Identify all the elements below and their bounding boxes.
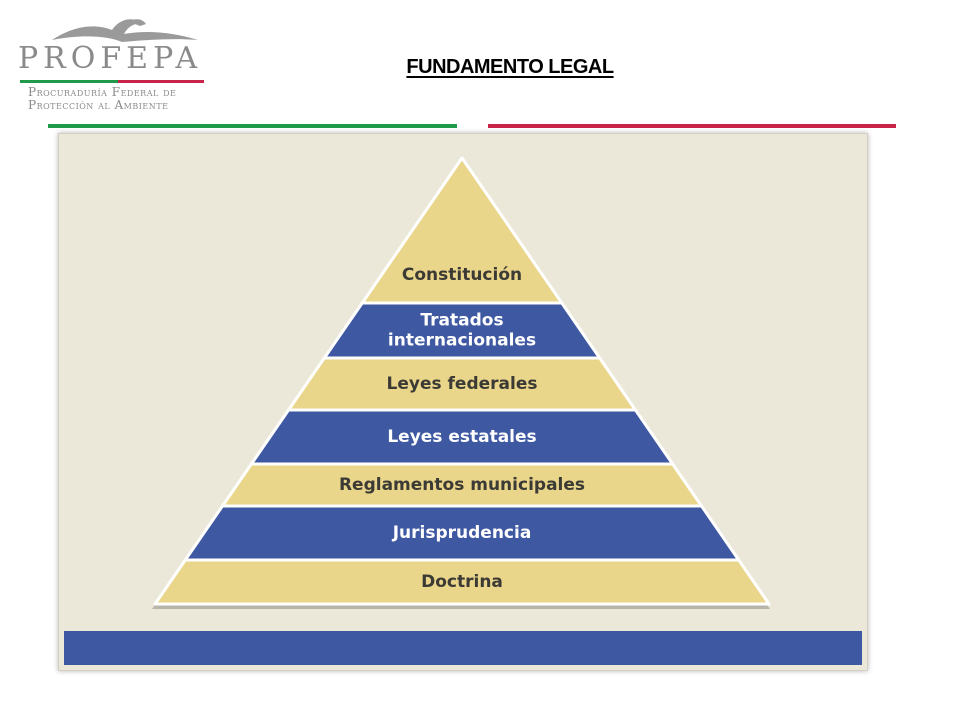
header-rule-red	[488, 124, 896, 128]
pyramid-tier-2-label: internacionales	[388, 331, 536, 351]
pyramid-tier-2-label: Tratados	[420, 311, 503, 331]
pyramid-tier-3-label: Leyes federales	[387, 374, 538, 394]
pyramid-tier-4-label: Leyes estatales	[387, 427, 536, 447]
logo-red-stripe	[118, 80, 204, 83]
pyramid-tier-7-label: Doctrina	[421, 572, 503, 592]
pyramid-tier-5-label: Reglamentos municipales	[339, 475, 585, 495]
profepa-logo: PROFEPA Procuraduría Federal de Protecci…	[12, 8, 212, 112]
panel-footer-bar	[64, 631, 862, 665]
pyramid-tier-6-label: Jurisprudencia	[392, 523, 532, 543]
logo-wordmark: PROFEPA	[18, 41, 203, 76]
logo-green-stripe	[20, 80, 118, 83]
logo-subtitle-line2: Protección al Ambiente	[28, 98, 169, 112]
logo-subtitle-line1: Procuraduría Federal de	[28, 85, 177, 99]
pyramid-tier-1-label: Constitución	[402, 265, 522, 285]
page-title: FUNDAMENTO LEGAL	[406, 56, 614, 78]
legal-hierarchy-pyramid: ConstituciónTratadosinternacionalesLeyes…	[152, 156, 771, 609]
eagle-icon	[20, 19, 204, 83]
header-rule-green	[48, 124, 457, 128]
pyramid-tier-7	[153, 558, 771, 606]
